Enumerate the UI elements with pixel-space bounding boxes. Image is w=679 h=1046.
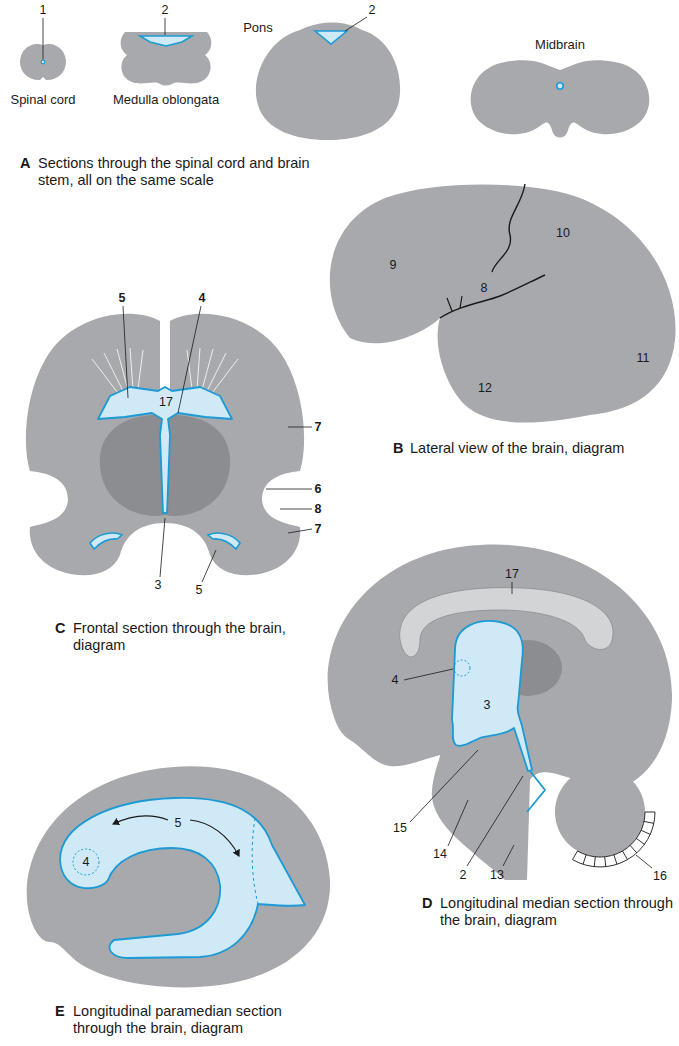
horn-boundary xyxy=(252,818,258,904)
leader-lines xyxy=(123,306,312,582)
lateral-ventricle xyxy=(60,798,305,958)
callout-number: 5 xyxy=(175,816,182,830)
callout-number: 2 xyxy=(369,3,376,17)
aqueduct xyxy=(557,83,563,89)
section-name: Spinal cord xyxy=(10,93,75,108)
callout-number: 17 xyxy=(505,567,519,581)
callout-number: 13 xyxy=(490,868,504,882)
callout-number: 8 xyxy=(481,281,488,295)
panel-letter: C xyxy=(55,620,65,637)
leader-line xyxy=(345,17,367,31)
fourth-ventricle xyxy=(140,36,192,46)
panel-caption: Longitudinal paramedian section through … xyxy=(73,1003,323,1038)
callout-number: 12 xyxy=(478,381,492,395)
panel-letter: B xyxy=(393,440,403,457)
panel-caption: Lateral view of the brain, diagram xyxy=(410,440,675,457)
callout-number: 5 xyxy=(119,291,126,305)
section-name: Midbrain xyxy=(535,38,585,53)
panel-letter: E xyxy=(55,1003,65,1020)
callout-number: 4 xyxy=(83,855,90,869)
callout-number: 6 xyxy=(315,482,322,496)
callout-number: 11 xyxy=(637,351,650,365)
callout-number: 14 xyxy=(433,847,447,861)
callout-number: 8 xyxy=(315,502,322,516)
arrow xyxy=(190,820,239,856)
brain-median xyxy=(328,545,672,880)
sulcus-branch xyxy=(447,296,462,311)
lateral-and-third-ventricle xyxy=(98,387,232,513)
section-name: Medulla oblongata xyxy=(113,93,219,108)
callout-number: 7 xyxy=(315,522,322,536)
leader-line xyxy=(43,18,44,59)
callout-number: 17 xyxy=(159,395,173,409)
cerebellum-folia-lines xyxy=(583,821,654,866)
central-sulcus xyxy=(492,184,525,272)
callout-number: 4 xyxy=(392,673,399,687)
lateral-sulcus xyxy=(440,275,545,318)
fourth-ventricle xyxy=(315,31,347,44)
arrow xyxy=(113,816,168,824)
callout-number: 15 xyxy=(393,821,407,835)
callout-number: 1 xyxy=(40,3,47,17)
interventricular-foramen xyxy=(73,849,99,875)
section-name: Pons xyxy=(243,21,273,36)
brain-frontal xyxy=(26,314,304,575)
fourth-ventricle xyxy=(527,771,545,812)
temporal-horn xyxy=(208,533,240,549)
panel-letter: A xyxy=(20,155,30,172)
third-ventricle xyxy=(452,621,532,771)
leader-lines xyxy=(404,582,652,868)
pons-section xyxy=(256,23,400,141)
callout-number: 2 xyxy=(162,3,169,17)
callout-number: 3 xyxy=(484,698,491,712)
callout-number: 3 xyxy=(155,578,162,592)
callout-number: 2 xyxy=(460,868,467,882)
callout-number: 7 xyxy=(315,420,322,434)
midbrain-section xyxy=(471,60,650,137)
frontal-section xyxy=(26,314,304,575)
brain-lateral xyxy=(330,184,676,422)
panel-letter: D xyxy=(422,895,432,912)
callout-number: 5 xyxy=(196,583,203,597)
brain-paramedian xyxy=(27,766,330,987)
central-canal xyxy=(41,60,45,64)
leader-line xyxy=(165,18,166,35)
temporal-horn xyxy=(90,533,122,549)
panel-caption: Sections through the spinal cord and bra… xyxy=(38,155,348,190)
medulla-section xyxy=(121,32,212,86)
cerebellum-folia xyxy=(573,812,656,867)
callout-number: 16 xyxy=(653,869,667,883)
callout-number: 9 xyxy=(390,258,397,272)
panel-caption: Longitudinal median section through the … xyxy=(440,895,675,930)
interventricular-foramen xyxy=(454,660,470,676)
callout-number: 10 xyxy=(556,226,570,240)
panel-caption: Frontal section through the brain, diagr… xyxy=(73,620,323,655)
callout-number: 4 xyxy=(199,291,206,305)
